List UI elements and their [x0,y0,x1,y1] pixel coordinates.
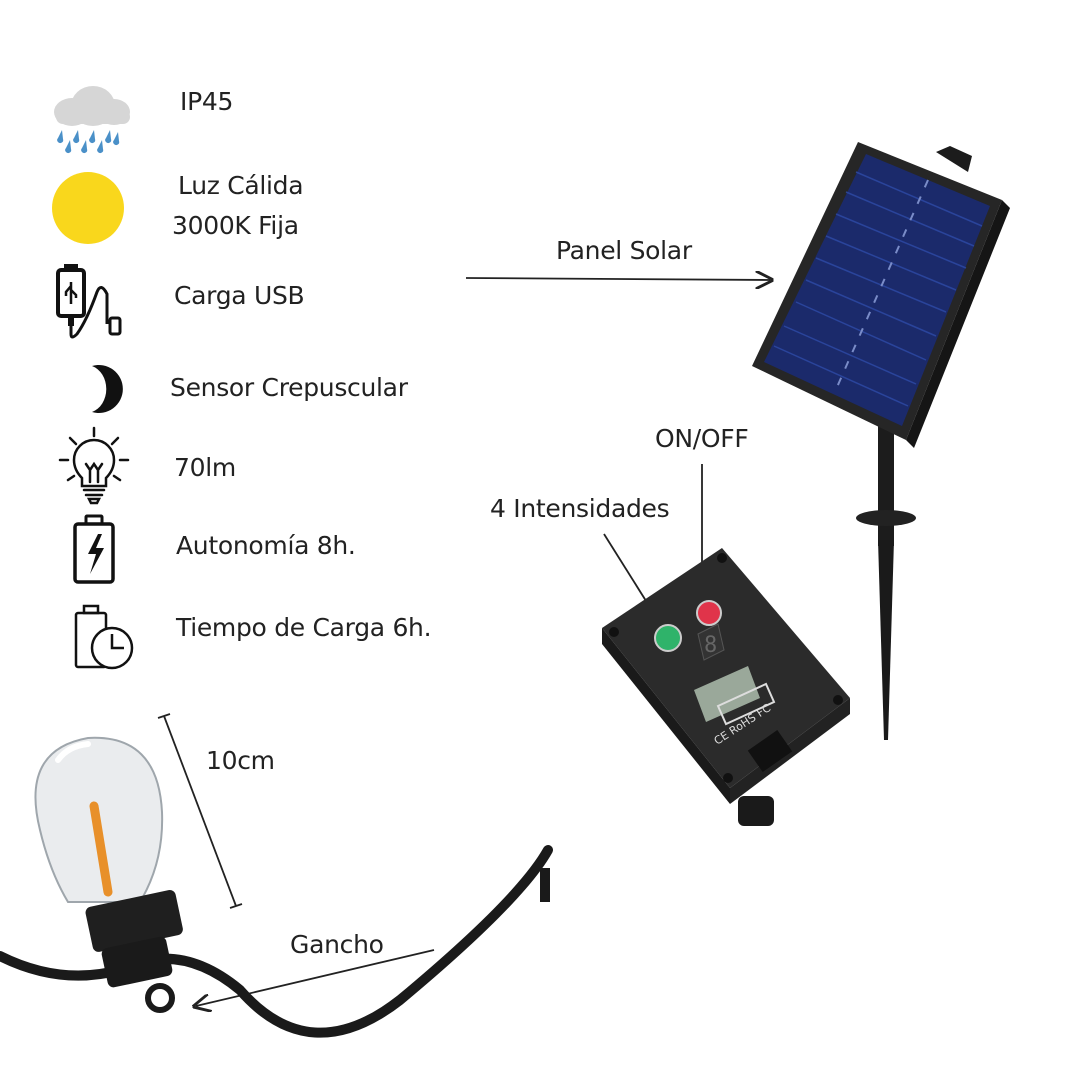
controller-box: 8 CE RoHS FC [602,548,852,828]
feature-ip45-label: IP45 [180,87,234,116]
light-bulb-icon [58,426,130,505]
hook-arrow [196,949,435,1006]
feature-lumens-label: 70lm [174,453,236,482]
rain-cloud-icon [54,86,130,154]
feature-color-temp-label: 3000K Fija [172,211,299,240]
sun-circle-icon [52,172,124,244]
size-label: 10cm [206,746,275,775]
hook-label: Gancho [290,930,384,959]
intensities-label: 4 Intensidades [490,494,670,523]
bulb-string-illustration [0,736,553,1038]
feature-sensor-label: Sensor Crepuscular [170,373,408,402]
usb-cable-icon [56,264,122,339]
size-dimension-line [163,715,237,907]
svg-text:8: 8 [704,633,717,658]
feature-charge-time-label: Tiempo de Carga 6h. [176,613,432,642]
on-off-label: ON/OFF [655,424,749,453]
solar-panel-illustration [752,142,1010,740]
solar-panel-label: Panel Solar [556,236,692,265]
solar-panel-arrow [465,278,770,280]
crescent-moon-icon [92,365,123,413]
feature-usb-label: Carga USB [174,281,305,310]
feature-warm-light-label: Luz Cálida [178,171,304,200]
feature-autonomy-label: Autonomía 8h. [176,531,356,560]
mode-button[interactable] [654,624,682,652]
battery-clock-icon [74,604,134,670]
power-button[interactable] [696,600,722,626]
battery-bolt-icon [73,514,115,584]
